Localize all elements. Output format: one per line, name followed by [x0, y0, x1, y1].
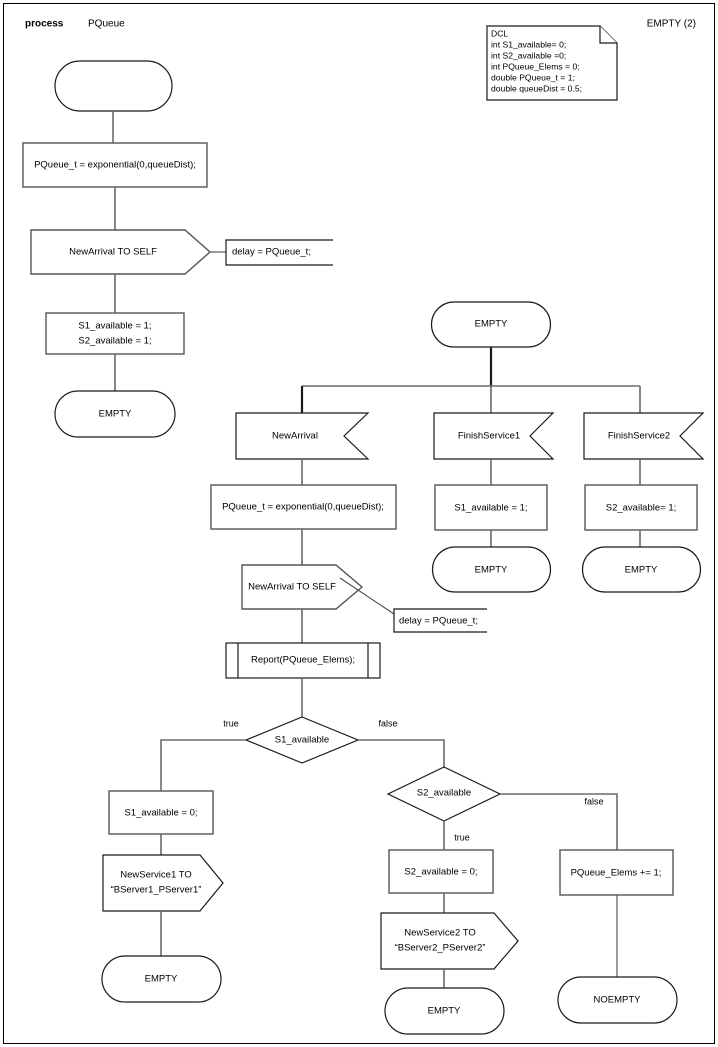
nextstate-empty-finish1-label: EMPTY — [475, 565, 508, 576]
comment-delay-2-label: delay = PQueue_t; — [399, 616, 478, 627]
nextstate-empty-start: EMPTY — [54, 390, 176, 438]
task-newarrival-pqueue-t-label: PQueue_t = exponential(0,queueDist); — [222, 502, 384, 513]
header-process-name: PQueue — [88, 19, 125, 30]
dcl-title: DCL — [491, 28, 508, 38]
dcl-line-2: int PQueue_Elems = 0; — [491, 61, 580, 71]
dcl-note: DCL int S1_available= 0; int S2_availabl… — [486, 25, 618, 101]
output-newarrival-to-self-2-label: NewArrival TO SELF — [248, 582, 336, 593]
decision-s1-false-label: false — [378, 718, 397, 728]
decision-s1-true-label: true — [223, 718, 239, 728]
page-border — [3, 3, 715, 1044]
start-symbol — [54, 60, 173, 112]
nextstate-empty-finish2: EMPTY — [581, 546, 702, 593]
output-newservice1: NewService1 TO “BServer1_PServer1” — [102, 854, 224, 912]
dcl-line-4: double queueDist = 0.5; — [491, 83, 582, 93]
input-finishservice1: FinishService1 — [433, 412, 555, 460]
decision-s1-available-label: S1_available — [275, 735, 329, 746]
task-s2-available-one: S2_available= 1; — [584, 484, 698, 531]
task-s2-available-zero-label: S2_available = 0; — [404, 867, 477, 878]
comment-delay-1-label: delay = PQueue_t; — [232, 247, 311, 258]
decision-s2-false-label: false — [584, 796, 603, 806]
nextstate-empty-start-label: EMPTY — [99, 409, 132, 420]
task-newarrival-pqueue-t: PQueue_t = exponential(0,queueDist); — [210, 484, 397, 530]
input-finishservice2-label: FinishService2 — [608, 431, 670, 442]
input-newarrival: NewArrival — [235, 412, 370, 460]
output-newservice2: NewService2 TO “BServer2_PServer2” — [380, 912, 519, 970]
dcl-line-0: int S1_available= 0; — [491, 39, 566, 49]
state-empty-label: EMPTY — [475, 319, 508, 330]
task-set-both-available-line1: S1_available = 1; — [78, 321, 151, 332]
task-s1-available-one-label: S1_available = 1; — [454, 503, 527, 514]
comment-delay-2: delay = PQueue_t; — [393, 608, 487, 633]
nextstate-empty-service1: EMPTY — [101, 955, 222, 1003]
nextstate-empty-service2: EMPTY — [384, 987, 505, 1035]
nextstate-empty-finish2-label: EMPTY — [625, 565, 658, 576]
output-newarrival-to-self-1: NewArrival TO SELF — [30, 229, 212, 275]
output-newservice1-line2: “BServer1_PServer1” — [111, 885, 202, 896]
output-newarrival-to-self-1-label: NewArrival TO SELF — [69, 247, 157, 258]
page-label: EMPTY (2) — [647, 19, 696, 30]
task-pqueue-elems-inc-label: PQueue_Elems += 1; — [571, 868, 662, 879]
nextstate-empty-service2-label: EMPTY — [428, 1006, 461, 1017]
input-finishservice2: FinishService2 — [583, 412, 705, 460]
task-set-both-available-line2: S2_available = 1; — [78, 336, 151, 347]
task-set-both-available: S1_available = 1; S2_available = 1; — [45, 312, 185, 355]
dcl-line-1: int S2_available =0; — [491, 50, 566, 60]
output-newservice2-line2: “BServer2_PServer2” — [395, 943, 486, 954]
task-s1-available-one: S1_available = 1; — [434, 484, 548, 531]
task-s1-available-zero-label: S1_available = 0; — [124, 808, 197, 819]
decision-s2-available-label: S2_available — [417, 788, 471, 799]
header-keyword: process — [25, 19, 64, 30]
input-newarrival-label: NewArrival — [272, 431, 318, 442]
nextstate-empty-finish1: EMPTY — [431, 546, 552, 593]
nextstate-noempty-label: NOEMPTY — [594, 995, 642, 1006]
decision-s2-true-label: true — [454, 832, 470, 842]
nextstate-empty-service1-label: EMPTY — [145, 974, 178, 985]
procedure-report: Report(PQueue_Elems); — [225, 642, 381, 679]
task-s1-available-zero: S1_available = 0; — [108, 790, 214, 835]
state-empty: EMPTY — [430, 301, 552, 348]
input-finishservice1-label: FinishService1 — [458, 431, 520, 442]
output-newarrival-to-self-2: NewArrival TO SELF — [241, 564, 364, 610]
decision-s2-available: S2_available — [386, 766, 502, 822]
output-newservice1-line1: NewService1 TO — [120, 870, 191, 881]
task-pqueue-t-init-label: PQueue_t = exponential(0,queueDist); — [34, 160, 196, 171]
task-pqueue-elems-inc: PQueue_Elems += 1; — [559, 849, 674, 896]
procedure-report-label: Report(PQueue_Elems); — [251, 655, 355, 666]
dcl-line-3: double PQueue_t = 1; — [491, 72, 575, 82]
task-s2-available-zero: S2_available = 0; — [388, 849, 494, 894]
task-s2-available-one-label: S2_available= 1; — [606, 503, 677, 514]
task-pqueue-t-init: PQueue_t = exponential(0,queueDist); — [22, 142, 208, 188]
nextstate-noempty: NOEMPTY — [557, 976, 678, 1024]
decision-s1-available: S1_available — [244, 716, 360, 764]
comment-delay-1: delay = PQueue_t; — [225, 239, 333, 266]
output-newservice2-line1: NewService2 TO — [404, 928, 475, 939]
